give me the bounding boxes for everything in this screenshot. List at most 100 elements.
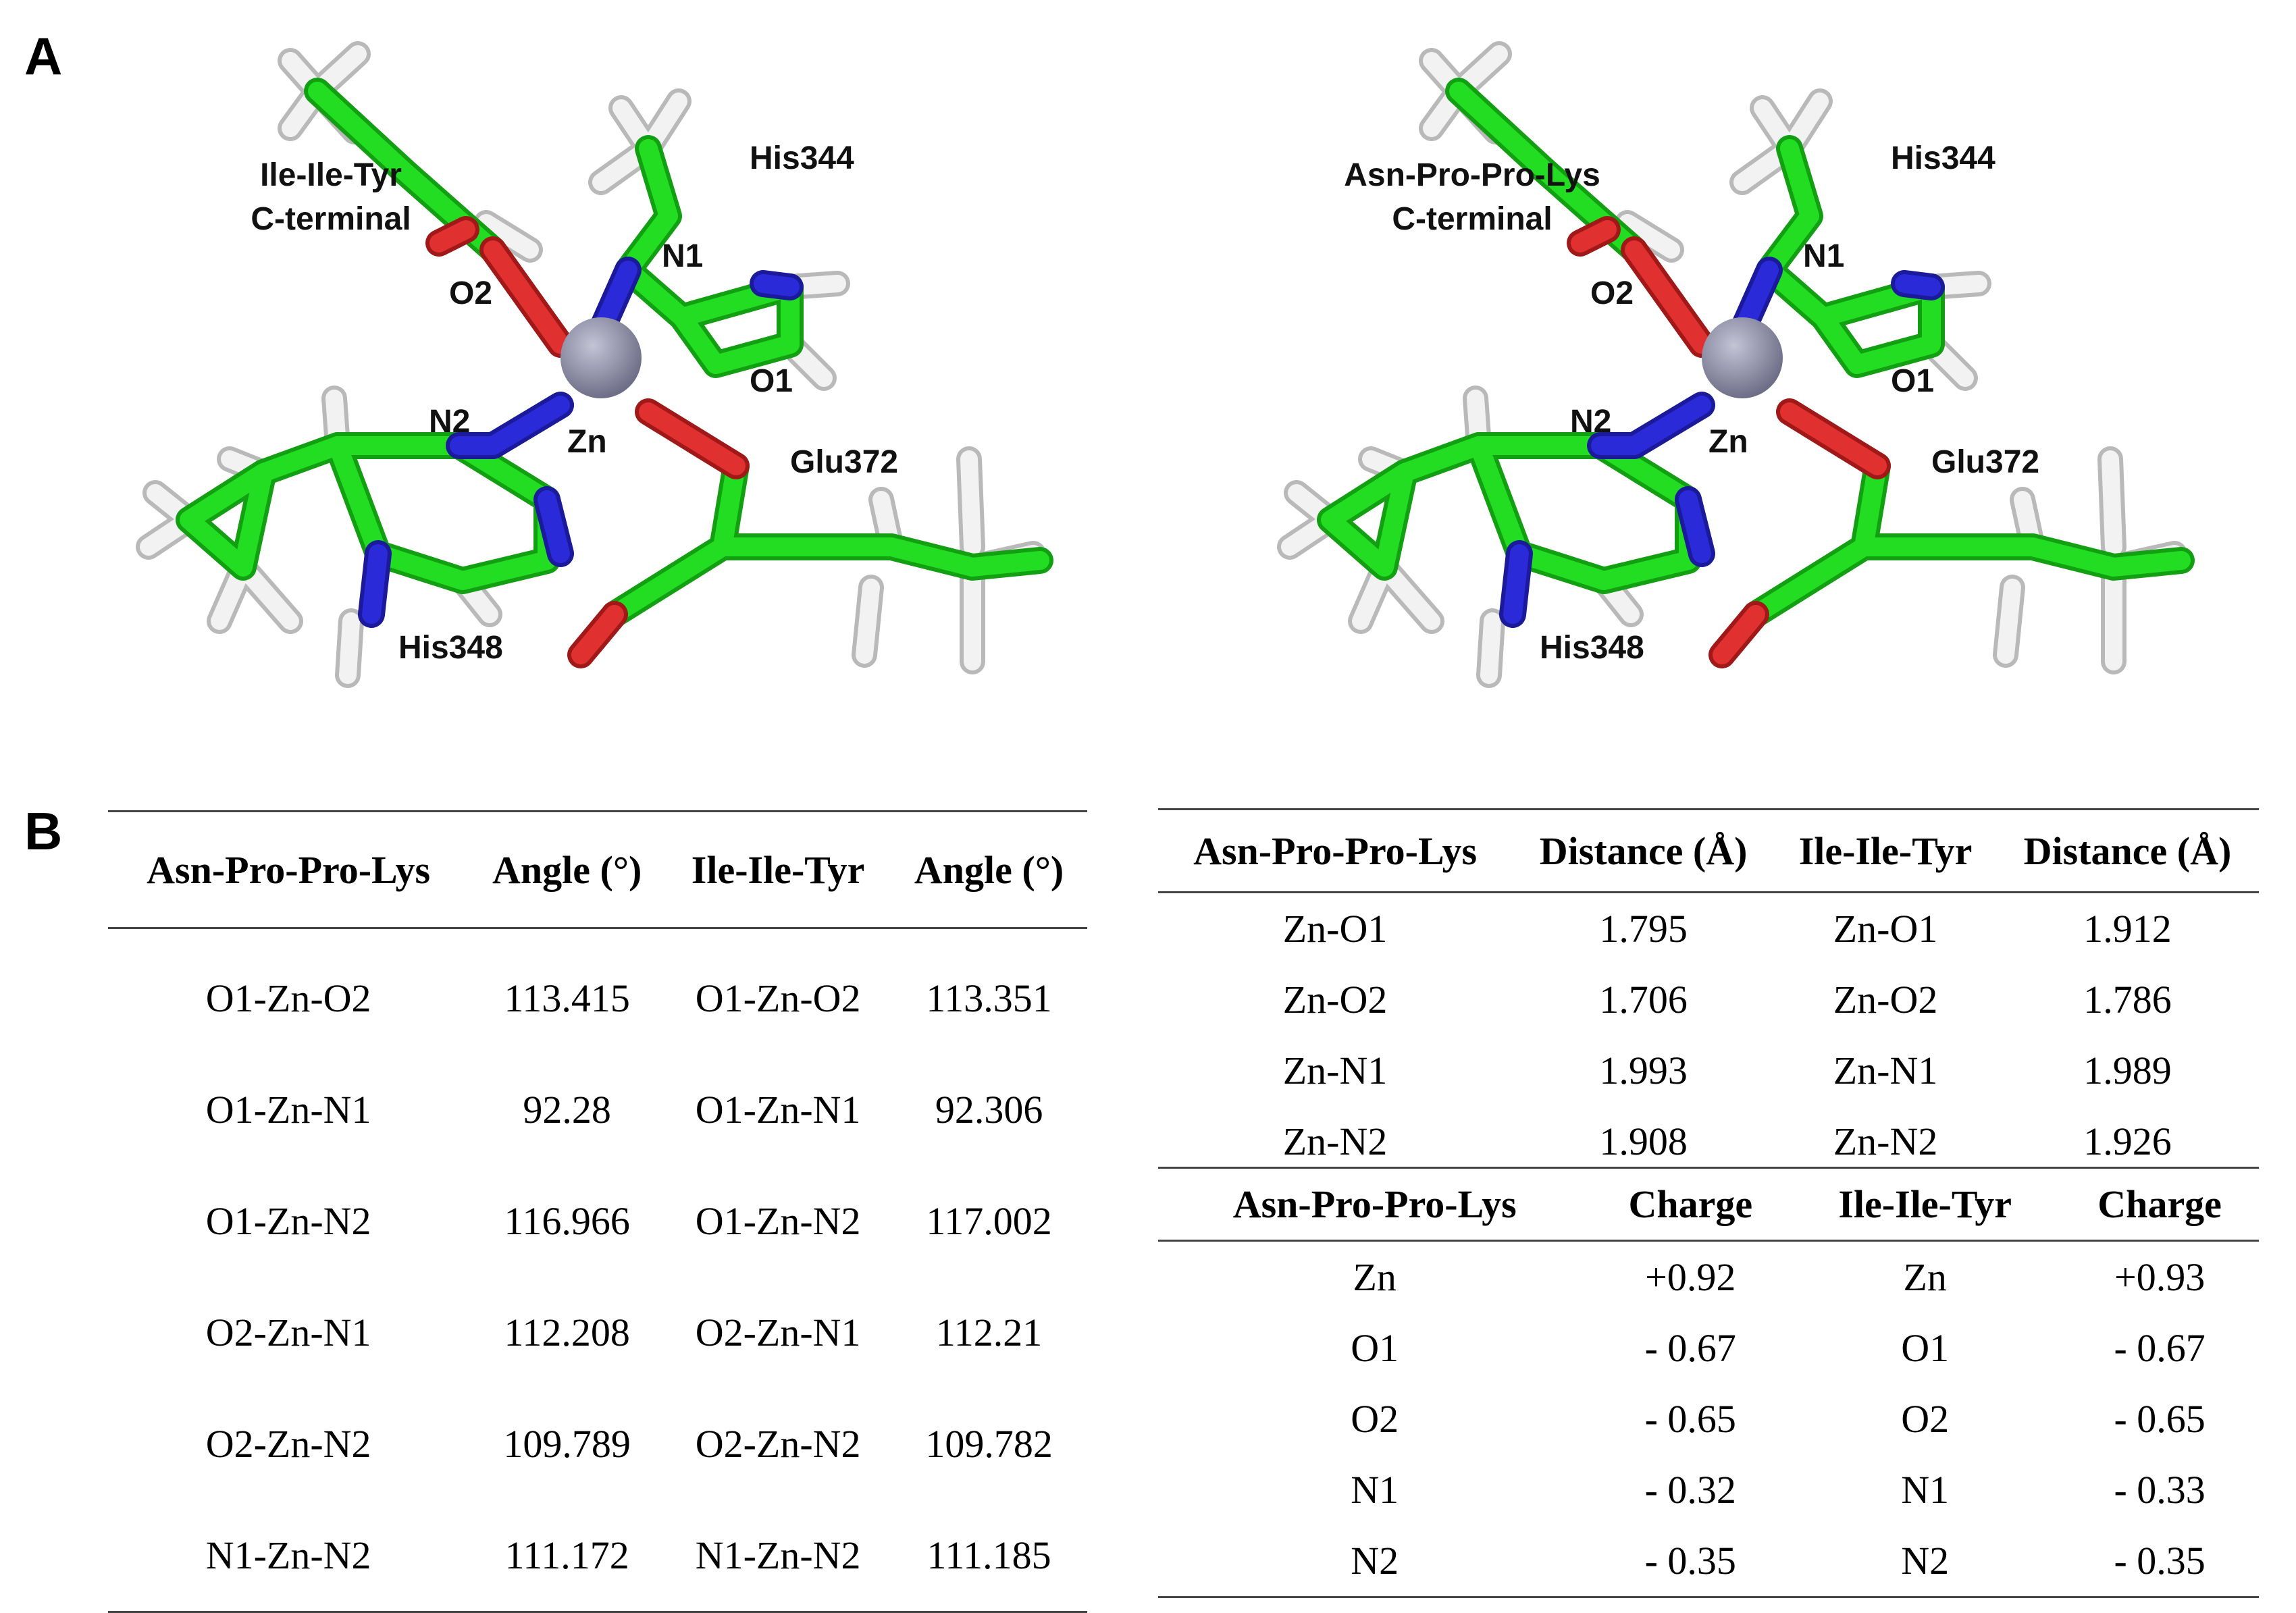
table-cell: Zn	[1353, 1255, 1397, 1299]
zinc-coordination-model: Asn-Pro-Pro-Lys C-terminal His344 N1 O2 …	[1277, 41, 2195, 688]
table-cell: 1.989	[2083, 1049, 2172, 1092]
column-header: Asn-Pro-Pro-Lys	[108, 811, 469, 929]
table-row: O1-Zn-O2 113.415 O1-Zn-O2 113.351	[108, 928, 1087, 1055]
table-cell: O2-Zn-N1	[205, 1311, 371, 1354]
residue-glu372-label: Glu372	[1931, 444, 2039, 480]
zinc-atom	[560, 317, 642, 398]
table-cell: - 0.32	[1644, 1468, 1736, 1512]
table-cell: N1-Zn-N2	[205, 1533, 371, 1577]
table-cell: 1.993	[1599, 1049, 1688, 1092]
table-cell: O1-Zn-N1	[205, 1088, 371, 1132]
panel-a-label: A	[24, 26, 63, 86]
table-cell: 1.926	[2083, 1119, 2172, 1163]
table-cell: - 0.67	[2114, 1326, 2206, 1370]
table-cell: Zn-N1	[1282, 1049, 1388, 1092]
table-cell: - 0.67	[1644, 1326, 1736, 1370]
table-cell: +0.92	[1645, 1255, 1736, 1299]
peptide-name-label: Asn-Pro-Pro-Lys	[1344, 157, 1600, 193]
atom-o2-label: O2	[1590, 275, 1634, 311]
atom-o2-label: O2	[449, 275, 492, 311]
table-cell: Zn-N2	[1833, 1119, 1938, 1163]
table-cell: O2-Zn-N2	[695, 1422, 861, 1466]
table-cell: 112.208	[504, 1311, 630, 1354]
table-cell: - 0.65	[1644, 1397, 1736, 1441]
table-cell: O1-Zn-O2	[695, 976, 861, 1020]
table-cell: - 0.35	[2114, 1539, 2206, 1583]
column-header: Angle (°)	[469, 811, 666, 929]
table-cell: 1.786	[2083, 978, 2172, 1022]
panel-b-label: B	[24, 801, 63, 861]
table-cell: Zn-O2	[1833, 978, 1938, 1022]
atom-n2-label: N2	[1570, 404, 1611, 440]
table-cell: N1-Zn-N2	[695, 1533, 861, 1577]
table-cell: 117.002	[926, 1199, 1052, 1243]
table-cell: +0.93	[2114, 1255, 2206, 1299]
column-header: Ile-Ile-Tyr	[665, 811, 891, 929]
table-cell: 1.706	[1599, 978, 1688, 1022]
atom-n1-label: N1	[1803, 238, 1844, 274]
table-cell: 112.21	[935, 1311, 1043, 1354]
table-cell: O2	[1901, 1397, 1950, 1441]
atom-n2-label: N2	[429, 404, 470, 440]
table-cell: O1	[1901, 1326, 1950, 1370]
residue-his344-label: His344	[750, 140, 854, 176]
column-header: Ile-Ile-Tyr	[1790, 1167, 2061, 1242]
residue-his348-label: His348	[398, 630, 503, 666]
table-cell: - 0.65	[2114, 1397, 2206, 1441]
structure-ile-ile-tyr: Ile-Ile-Tyr C-terminal His344 N1 O2 O1 N…	[88, 27, 1168, 756]
atom-zn-label: Zn	[567, 424, 607, 460]
table-cell: O1-Zn-N1	[695, 1088, 861, 1132]
column-header: Charge	[1591, 1167, 1790, 1242]
table-cell: Zn-O1	[1833, 907, 1938, 951]
table-cell: 1.912	[2083, 907, 2172, 951]
residue-his344-label: His344	[1891, 140, 1995, 176]
residue-glu372-label: Glu372	[790, 444, 898, 480]
column-header: Asn-Pro-Pro-Lys	[1158, 809, 1513, 893]
table-cell: - 0.35	[1644, 1539, 1736, 1583]
table-cell: N2	[1901, 1539, 1950, 1583]
table-row: O1 - 0.67 O1 - 0.67	[1158, 1313, 2259, 1383]
table-cell: O1-Zn-O2	[205, 976, 371, 1020]
table-cell: 109.782	[925, 1422, 1053, 1466]
column-header: Angle (°)	[891, 811, 1087, 929]
table-cell: O1-Zn-N2	[205, 1199, 371, 1243]
table-cell: N1	[1351, 1468, 1399, 1512]
table-cell: 109.789	[503, 1422, 631, 1466]
column-header: Ile-Ile-Tyr	[1775, 809, 1996, 893]
column-header: Distance (Å)	[1512, 809, 1775, 893]
zinc-atom	[1702, 317, 1783, 398]
table-cell: 116.966	[504, 1199, 630, 1243]
column-header: Charge	[2060, 1167, 2259, 1242]
table-cell: N1	[1901, 1468, 1950, 1512]
table-cell: 111.185	[927, 1533, 1051, 1577]
table-row: Zn-N1 1.993 Zn-N1 1.989	[1158, 1035, 2259, 1106]
structure-asn-pro-pro-lys: Asn-Pro-Pro-Lys C-terminal His344 N1 O2 …	[1229, 27, 2296, 756]
table-cell: O2-Zn-N1	[695, 1311, 861, 1354]
table-cell: 1.795	[1599, 907, 1688, 951]
atom-zn-label: Zn	[1708, 424, 1748, 460]
peptide-terminal-label: C-terminal	[251, 201, 411, 237]
residue-his348-label: His348	[1540, 630, 1644, 666]
table-cell: 113.415	[504, 976, 630, 1020]
table-cell: Zn-N1	[1833, 1049, 1938, 1092]
column-header: Asn-Pro-Pro-Lys	[1158, 1167, 1592, 1242]
table-cell: 113.351	[926, 976, 1052, 1020]
table-row: N1 - 0.32 N1 - 0.33	[1158, 1454, 2259, 1525]
table-cell: 1.908	[1599, 1119, 1688, 1163]
table-cell: O1	[1351, 1326, 1399, 1370]
table-cell: - 0.33	[2114, 1468, 2206, 1512]
peptide-terminal-label: C-terminal	[1392, 201, 1552, 237]
